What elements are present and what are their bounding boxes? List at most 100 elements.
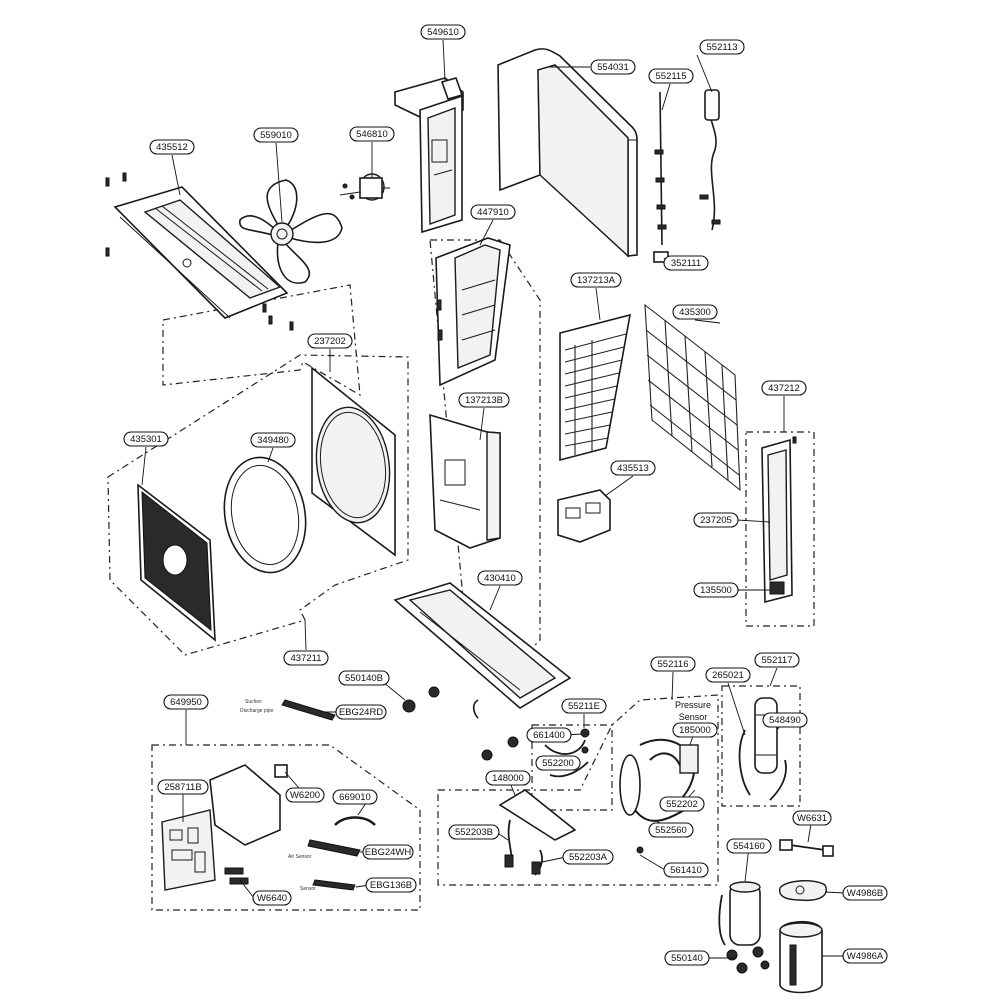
callout-bubble (163, 694, 209, 710)
callout-bubble (561, 698, 607, 714)
callout-bubble (535, 755, 581, 771)
part-number-label: 237205 (700, 515, 732, 526)
callout-bubble (699, 39, 745, 55)
callout-bubble (562, 849, 614, 865)
part-number-label: 549610 (427, 27, 459, 38)
callout-bubble (664, 950, 710, 966)
callout-bubble (672, 304, 718, 320)
part-number-label: 137213B (465, 395, 503, 406)
orifice-shroud (311, 366, 396, 557)
part-number-label: W4986B (847, 888, 883, 899)
callout-552203b: 552203B (448, 824, 500, 840)
top-cover (105, 172, 294, 331)
fan-motor (339, 173, 390, 201)
callout-w6200: W6200 (285, 787, 325, 803)
svg-text:Sensor: Sensor (300, 886, 316, 892)
callout-bubble (420, 24, 466, 40)
svg-text:Discharge pipe: Discharge pipe (240, 708, 274, 714)
callout-148000: 148000 (485, 770, 531, 786)
callout-bubble (470, 204, 516, 220)
callout-237205: 237205 (693, 512, 739, 528)
compressor (718, 881, 770, 974)
callout-546810: 546810 (349, 126, 395, 142)
callout-bubble (762, 712, 808, 728)
callout-bubble (253, 127, 299, 143)
part-number-label: 548490 (769, 715, 801, 726)
callout-258711b: 258711B (157, 779, 209, 795)
callout-bubble (157, 779, 209, 795)
part-number-label: 550140 (671, 953, 703, 964)
service-valve-assembly (498, 789, 577, 876)
part-number-label: 437212 (768, 383, 800, 394)
part-number-label: 561410 (670, 865, 702, 876)
motor-bracket (394, 77, 464, 234)
part-number-label: 649950 (170, 697, 202, 708)
partition-panel (435, 237, 511, 387)
callout-552116: 552116 (650, 656, 696, 672)
callout-549610: 549610 (420, 24, 466, 40)
callout-w6640: W6640 (252, 890, 292, 906)
callout-bubble (250, 432, 296, 448)
pressure-sensor-note: Pressure Sensor (675, 700, 711, 722)
callout-bubble (477, 570, 523, 586)
callout-bubble (283, 650, 329, 666)
callout-bubble (761, 380, 807, 396)
part-number-label: 435300 (679, 307, 711, 318)
part-number-label: W6631 (797, 813, 827, 824)
part-number-label: 669010 (339, 792, 371, 803)
callout-bubble (526, 727, 572, 743)
part-number-label: 265021 (712, 670, 744, 681)
part-number-label: EBG24WH (365, 847, 412, 858)
cable-w6631 (779, 839, 834, 857)
part-number-label: 437211 (291, 653, 322, 664)
callout-bubble (338, 670, 390, 686)
part-number-label: 349480 (257, 435, 289, 446)
callout-bubble (672, 722, 718, 738)
callout-435300: 435300 (672, 304, 718, 320)
callout-552202: 552202 (659, 796, 705, 812)
callout-561410: 561410 (663, 862, 709, 878)
rear-guard (644, 303, 741, 492)
part-number-label: 552560 (655, 825, 687, 836)
callout-447910: 447910 (470, 204, 516, 220)
callout-435513: 435513 (610, 460, 656, 476)
callout-bubble (448, 824, 500, 840)
right-side-panel (761, 436, 797, 604)
callout-552113: 552113 (699, 39, 745, 55)
assembly-boundaries (107, 239, 815, 911)
callout-137213b: 137213B (458, 392, 510, 408)
part-number-label: 552113 (707, 42, 738, 53)
part-number-label: 258711B (164, 782, 201, 793)
callout-430410: 430410 (477, 570, 523, 586)
wiring-harness (653, 89, 721, 263)
svg-text:Air Sensor: Air Sensor (288, 854, 312, 860)
callout-554031: 554031 (590, 59, 636, 75)
part-number-label: 430410 (484, 573, 516, 584)
callout-bubble (610, 460, 656, 476)
callout-w6631: W6631 (792, 810, 832, 826)
cables: Suction Discharge pipe Air Sensor Sensor (240, 699, 376, 892)
part-number-label: 352111 (671, 258, 701, 269)
compressor-blanket-top (778, 880, 827, 902)
callout-bubble (659, 796, 705, 812)
support-bracket (557, 489, 611, 543)
control-box-panel (429, 413, 501, 549)
callout-137213a: 137213A (570, 272, 622, 288)
callout-ebg24wh: EBG24WH (362, 844, 414, 860)
callout-bubble (362, 844, 414, 860)
callout-bubble (754, 652, 800, 668)
callout-bubble (842, 885, 888, 901)
callout-559010: 559010 (253, 127, 299, 143)
callout-bubble (693, 512, 739, 528)
part-number-label: 559010 (260, 130, 292, 141)
callout-bubble (842, 948, 888, 964)
callout-349480: 349480 (250, 432, 296, 448)
callout-237202: 237202 (307, 333, 353, 349)
part-number-label: 552116 (658, 659, 689, 670)
part-number-label: 550140B (345, 673, 383, 684)
part-number-label: EBG24RD (339, 707, 383, 718)
callout-bubble (149, 139, 195, 155)
accumulator-pipes (619, 738, 701, 854)
